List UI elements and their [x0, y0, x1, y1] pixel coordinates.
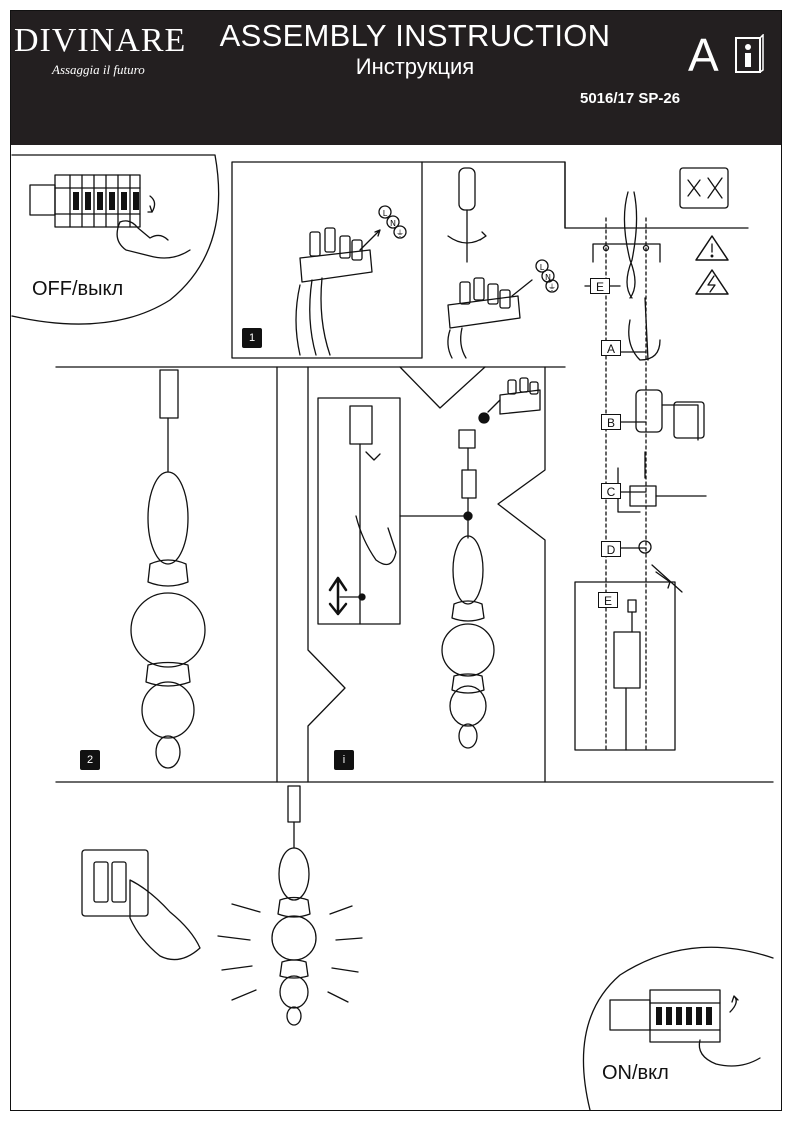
tool-label-e-top: E — [590, 278, 610, 294]
model-number: 5016/17 SP-26 — [580, 90, 681, 107]
off-label: OFF/выкл — [32, 278, 124, 300]
wire-label: N — [390, 219, 396, 228]
brand-slogan: Assaggia il futuro — [52, 62, 145, 77]
wire-label: L — [383, 209, 388, 218]
on-label: ON/вкл — [602, 1062, 669, 1084]
breaker-off-illustration — [29, 174, 191, 259]
step-2-badge: 2 — [80, 750, 100, 770]
tool-label-c: C — [601, 483, 621, 499]
wire-label: L — [540, 263, 545, 272]
variant-letter: A — [688, 29, 719, 81]
terminal-block-step1 — [295, 205, 407, 356]
step-info-badge: i — [334, 750, 354, 770]
panel-lines — [11, 154, 774, 1111]
mounting-tools-column — [584, 191, 707, 751]
electric-hazard-icon — [695, 269, 729, 295]
wire-label: ⏚ — [396, 229, 404, 238]
pendant-lamp-step2 — [130, 369, 206, 769]
brand-logo: DIVINARE — [14, 22, 187, 59]
screwdriver-illustration — [447, 167, 559, 359]
lit-lamp-illustration — [217, 785, 363, 1026]
tool-label-b: B — [601, 414, 621, 430]
step-1-badge: 1 — [242, 328, 262, 348]
page-frame — [10, 10, 782, 1111]
tool-label-e-bottom: E — [598, 592, 618, 608]
wire-label: N — [545, 273, 551, 282]
tool-label-d: D — [601, 541, 621, 557]
info-book-icon — [735, 34, 764, 73]
page-subtitle: Инструкция — [355, 54, 475, 79]
wall-switch-illustration — [81, 849, 201, 961]
header-bar — [11, 11, 781, 145]
warning-icon — [695, 235, 729, 261]
page-title: ASSEMBLY INSTRUCTION — [219, 18, 611, 53]
no-children-icon — [679, 167, 729, 209]
breaker-on-illustration — [609, 989, 761, 1067]
tool-label-a: A — [601, 340, 621, 356]
wire-label: ⏚ — [548, 283, 556, 292]
cable-adjust-detail — [317, 377, 541, 749]
